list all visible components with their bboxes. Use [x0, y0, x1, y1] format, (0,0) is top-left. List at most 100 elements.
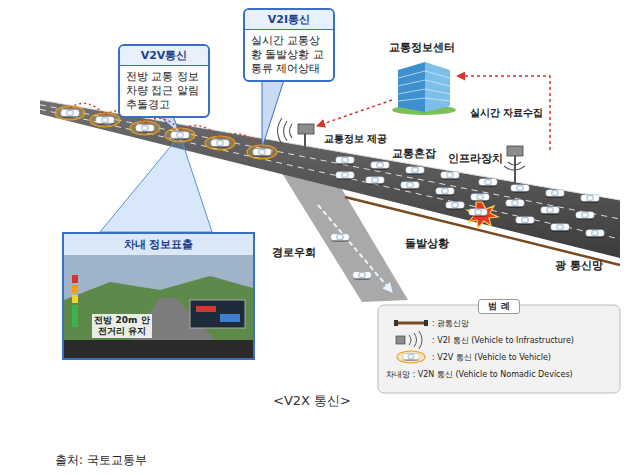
- label: 교통정보 제공: [322, 132, 389, 146]
- edge-label: 실시간 자료수집: [468, 106, 545, 120]
- car: [446, 202, 464, 210]
- wave: [504, 166, 525, 170]
- wave: [284, 121, 288, 141]
- v2v-ring: [130, 121, 160, 135]
- car: [479, 179, 497, 187]
- building-windows: [398, 71, 450, 101]
- cars: [61, 110, 604, 280]
- car: [171, 132, 189, 140]
- legend-sample-fiber: [394, 320, 398, 326]
- label: 경로우회: [272, 245, 316, 260]
- car: [211, 140, 229, 148]
- main-road: [40, 100, 620, 258]
- v2v-ring: [90, 113, 120, 127]
- node-heading: V2V통신: [120, 46, 208, 66]
- car: [406, 167, 424, 175]
- photo-sky: [64, 253, 253, 358]
- legend-text: 차내망 : V2N 통신 (Vehicle to Nomadic Devices…: [386, 369, 573, 380]
- node-body: 실시간 교통상황 돌발상황 교통류 제어상태: [245, 30, 333, 76]
- gauge-bar: [72, 305, 78, 327]
- car: [331, 234, 349, 242]
- v2i-pole: [304, 134, 306, 150]
- car: [511, 185, 529, 193]
- gauge-bar: [72, 275, 78, 283]
- legend-sample-v2v: [403, 354, 420, 362]
- car: [61, 110, 79, 118]
- label: 교통혼잡: [392, 146, 436, 161]
- v2v-ring: [165, 128, 195, 142]
- label: 출처: 국토교통부: [55, 452, 147, 469]
- info-line: [317, 100, 392, 126]
- node-heading: V2I통신: [245, 10, 333, 30]
- legend-sample-fiber: [396, 322, 426, 325]
- car: [546, 190, 564, 198]
- detour-arrow: [318, 205, 392, 292]
- data-link: [457, 76, 550, 150]
- center-box: 교통정보센터: [387, 40, 457, 112]
- label: 전방 20m 안전거리 유지: [92, 314, 152, 338]
- car: [471, 194, 489, 202]
- crash-burst: [467, 202, 498, 228]
- display-mark: [196, 306, 216, 312]
- wave: [419, 331, 422, 349]
- photo-dashboard: [64, 340, 253, 358]
- wave: [290, 124, 293, 138]
- car: [136, 125, 154, 133]
- legend-text: : 광통신망: [432, 318, 469, 329]
- inset-pointer: [100, 135, 212, 232]
- callout-box: V2I통신실시간 교통상황 돌발상황 교통류 제어상태: [243, 8, 335, 82]
- legend-sample-v2i: [409, 331, 422, 349]
- car: [96, 117, 114, 125]
- window-line: [398, 98, 425, 101]
- car: [436, 188, 454, 196]
- car: [581, 195, 599, 203]
- window-line: [425, 98, 450, 101]
- gauge-bar: [72, 285, 78, 293]
- wave: [508, 162, 521, 165]
- car: [366, 177, 384, 185]
- legend-sample-v2v: [397, 351, 425, 363]
- v2v-ring: [205, 136, 235, 150]
- v2v-ring: [247, 145, 277, 159]
- window-line: [398, 71, 425, 78]
- car: [551, 224, 569, 232]
- car: [516, 217, 534, 225]
- wave: [278, 118, 283, 144]
- car: [506, 200, 524, 208]
- legend-text: : V2I 통신 (Vehicle to Infrastructure): [432, 335, 574, 346]
- legend-text: : V2V 통신 (Vehicle to Vehicle): [432, 352, 551, 363]
- node-heading: 차내 정보표출: [64, 234, 253, 255]
- legend-sample-v2i: [396, 336, 405, 344]
- car: [586, 230, 604, 238]
- car: [576, 212, 594, 220]
- gauge-bar: [72, 295, 78, 303]
- infra-waves: [504, 162, 525, 170]
- window-line: [398, 89, 425, 94]
- lane-line: [40, 109, 620, 239]
- car: [353, 272, 371, 280]
- car: [371, 162, 389, 170]
- car: [253, 149, 271, 157]
- wave: [414, 333, 417, 347]
- display-mark: [220, 314, 240, 322]
- inset-box: 차내 정보표출: [62, 232, 255, 360]
- car: [336, 172, 354, 180]
- crash-car: [469, 209, 487, 217]
- v2i-waves: [278, 118, 293, 144]
- v2v-ring: [55, 106, 85, 120]
- label: 범 례: [478, 299, 519, 314]
- car: [541, 207, 559, 215]
- roadside-unit: [298, 124, 314, 134]
- car: [336, 157, 354, 165]
- callout-box: V2V통신전방 교통 정보 차량 접근 알림 추돌경고: [118, 44, 210, 118]
- fiber-cable: [345, 197, 620, 265]
- car: [441, 172, 459, 180]
- building-side: [425, 62, 450, 112]
- window-line: [398, 80, 425, 86]
- window-line: [425, 89, 450, 94]
- wave: [409, 335, 411, 345]
- label: 돌발상황: [405, 236, 449, 251]
- callout-pointer: [262, 80, 284, 148]
- building-front: [398, 62, 425, 112]
